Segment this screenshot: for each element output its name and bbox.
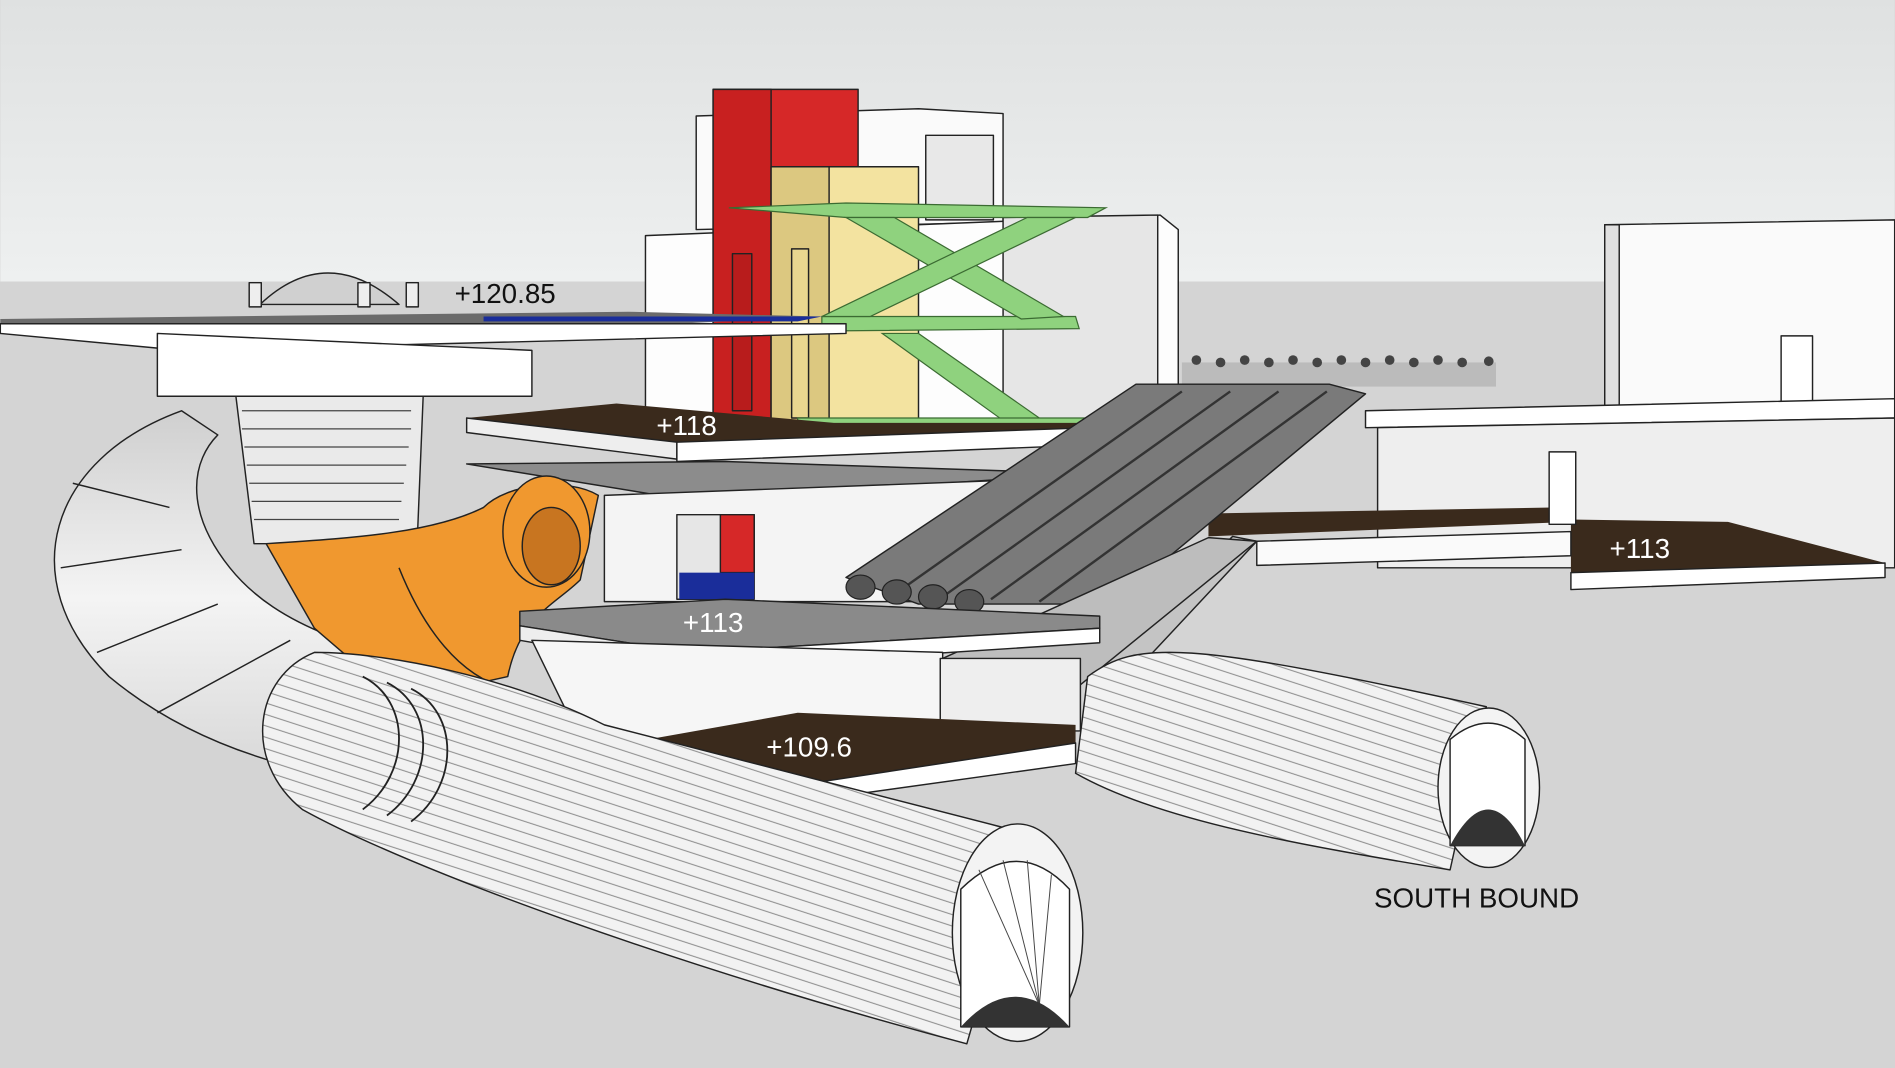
main-escalators — [845, 383, 1367, 690]
tower — [644, 88, 1179, 441]
west-escalator-shaft — [235, 395, 424, 545]
south-bound-tunnel — [1074, 651, 1541, 871]
level-label-upper-concourse: +118 — [656, 410, 716, 441]
passenger-crowd — [1181, 355, 1496, 387]
concourse-lower — [519, 598, 1101, 741]
east-hall-floor — [1570, 519, 1886, 573]
orange-cross-passage — [265, 475, 600, 702]
level-label-roof: +120.85 — [455, 278, 556, 309]
main-tunnel — [261, 651, 1084, 1045]
level-label-platform: +109.6 — [766, 731, 852, 762]
level-label-lower-concourse: +113 — [683, 607, 743, 638]
green-staircase — [728, 202, 1125, 426]
east-building — [1208, 219, 1895, 591]
roof-slab — [0, 272, 847, 397]
tunnel-label-south-bound: SOUTH BOUND — [1374, 882, 1579, 913]
level-label-east-hall: +113 — [1610, 533, 1670, 564]
